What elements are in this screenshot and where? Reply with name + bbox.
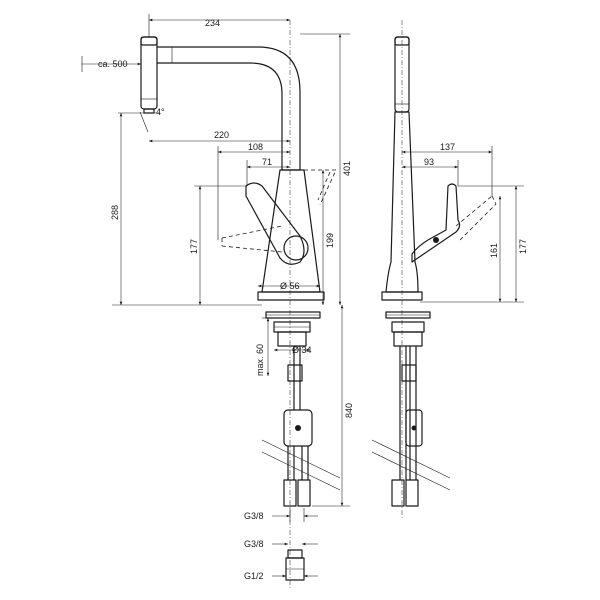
lever-alt-position (221, 225, 283, 253)
dim-depth: 137 (440, 142, 455, 152)
dim-hose-length: ca. 500 (98, 59, 128, 69)
dim-max-thickness: max. 60 (255, 344, 265, 376)
dim-hole-diameter: Ø 34 (292, 345, 312, 355)
dim-hose-length-below: 840 (344, 403, 354, 418)
base-plate (257, 291, 325, 301)
dim-reach: 220 (214, 130, 229, 140)
side-view: 137 93 161 177 (371, 20, 528, 520)
supply-hoses (283, 346, 313, 507)
dim-base-diameter: Ø 56 (280, 281, 300, 291)
check-valve-box (283, 409, 313, 447)
spray-head (140, 36, 158, 110)
side-lever-alt-position (455, 195, 497, 241)
dim-handle-depth: 93 (424, 157, 434, 167)
dim-height-lever: 177 (189, 239, 199, 254)
spray-head-nozzle (143, 108, 155, 114)
dim-angle: 4° (156, 107, 165, 117)
spout (157, 46, 301, 171)
side-check-valve-box (405, 409, 423, 447)
dim-height-lever-side: 177 (518, 239, 528, 254)
thread-hose: G3/8 (244, 511, 264, 521)
dim-height-spout: 288 (110, 205, 120, 220)
adapter-thread-bottom: G1/2 (244, 571, 264, 581)
spray-head-cap (140, 36, 158, 46)
adapter-detail: G3/8 G1/2 (244, 539, 318, 581)
adapter-thread-top: G3/8 (244, 539, 264, 549)
dim-height-handle: 161 (489, 243, 499, 258)
dim-height-total: 401 (342, 161, 352, 176)
faucet-body (261, 169, 321, 293)
dim-handle-offset: 108 (248, 142, 263, 152)
lever-handle (245, 182, 305, 265)
dim-height-body: 199 (325, 233, 335, 248)
front-view: 234 ca. 500 4° 220 108 71 401 288 177 1 (81, 14, 354, 590)
side-supply-hoses (391, 346, 423, 507)
dim-spout-base: 71 (262, 157, 272, 167)
side-lever-handle (411, 183, 461, 263)
dim-width-total: 234 (205, 18, 220, 28)
